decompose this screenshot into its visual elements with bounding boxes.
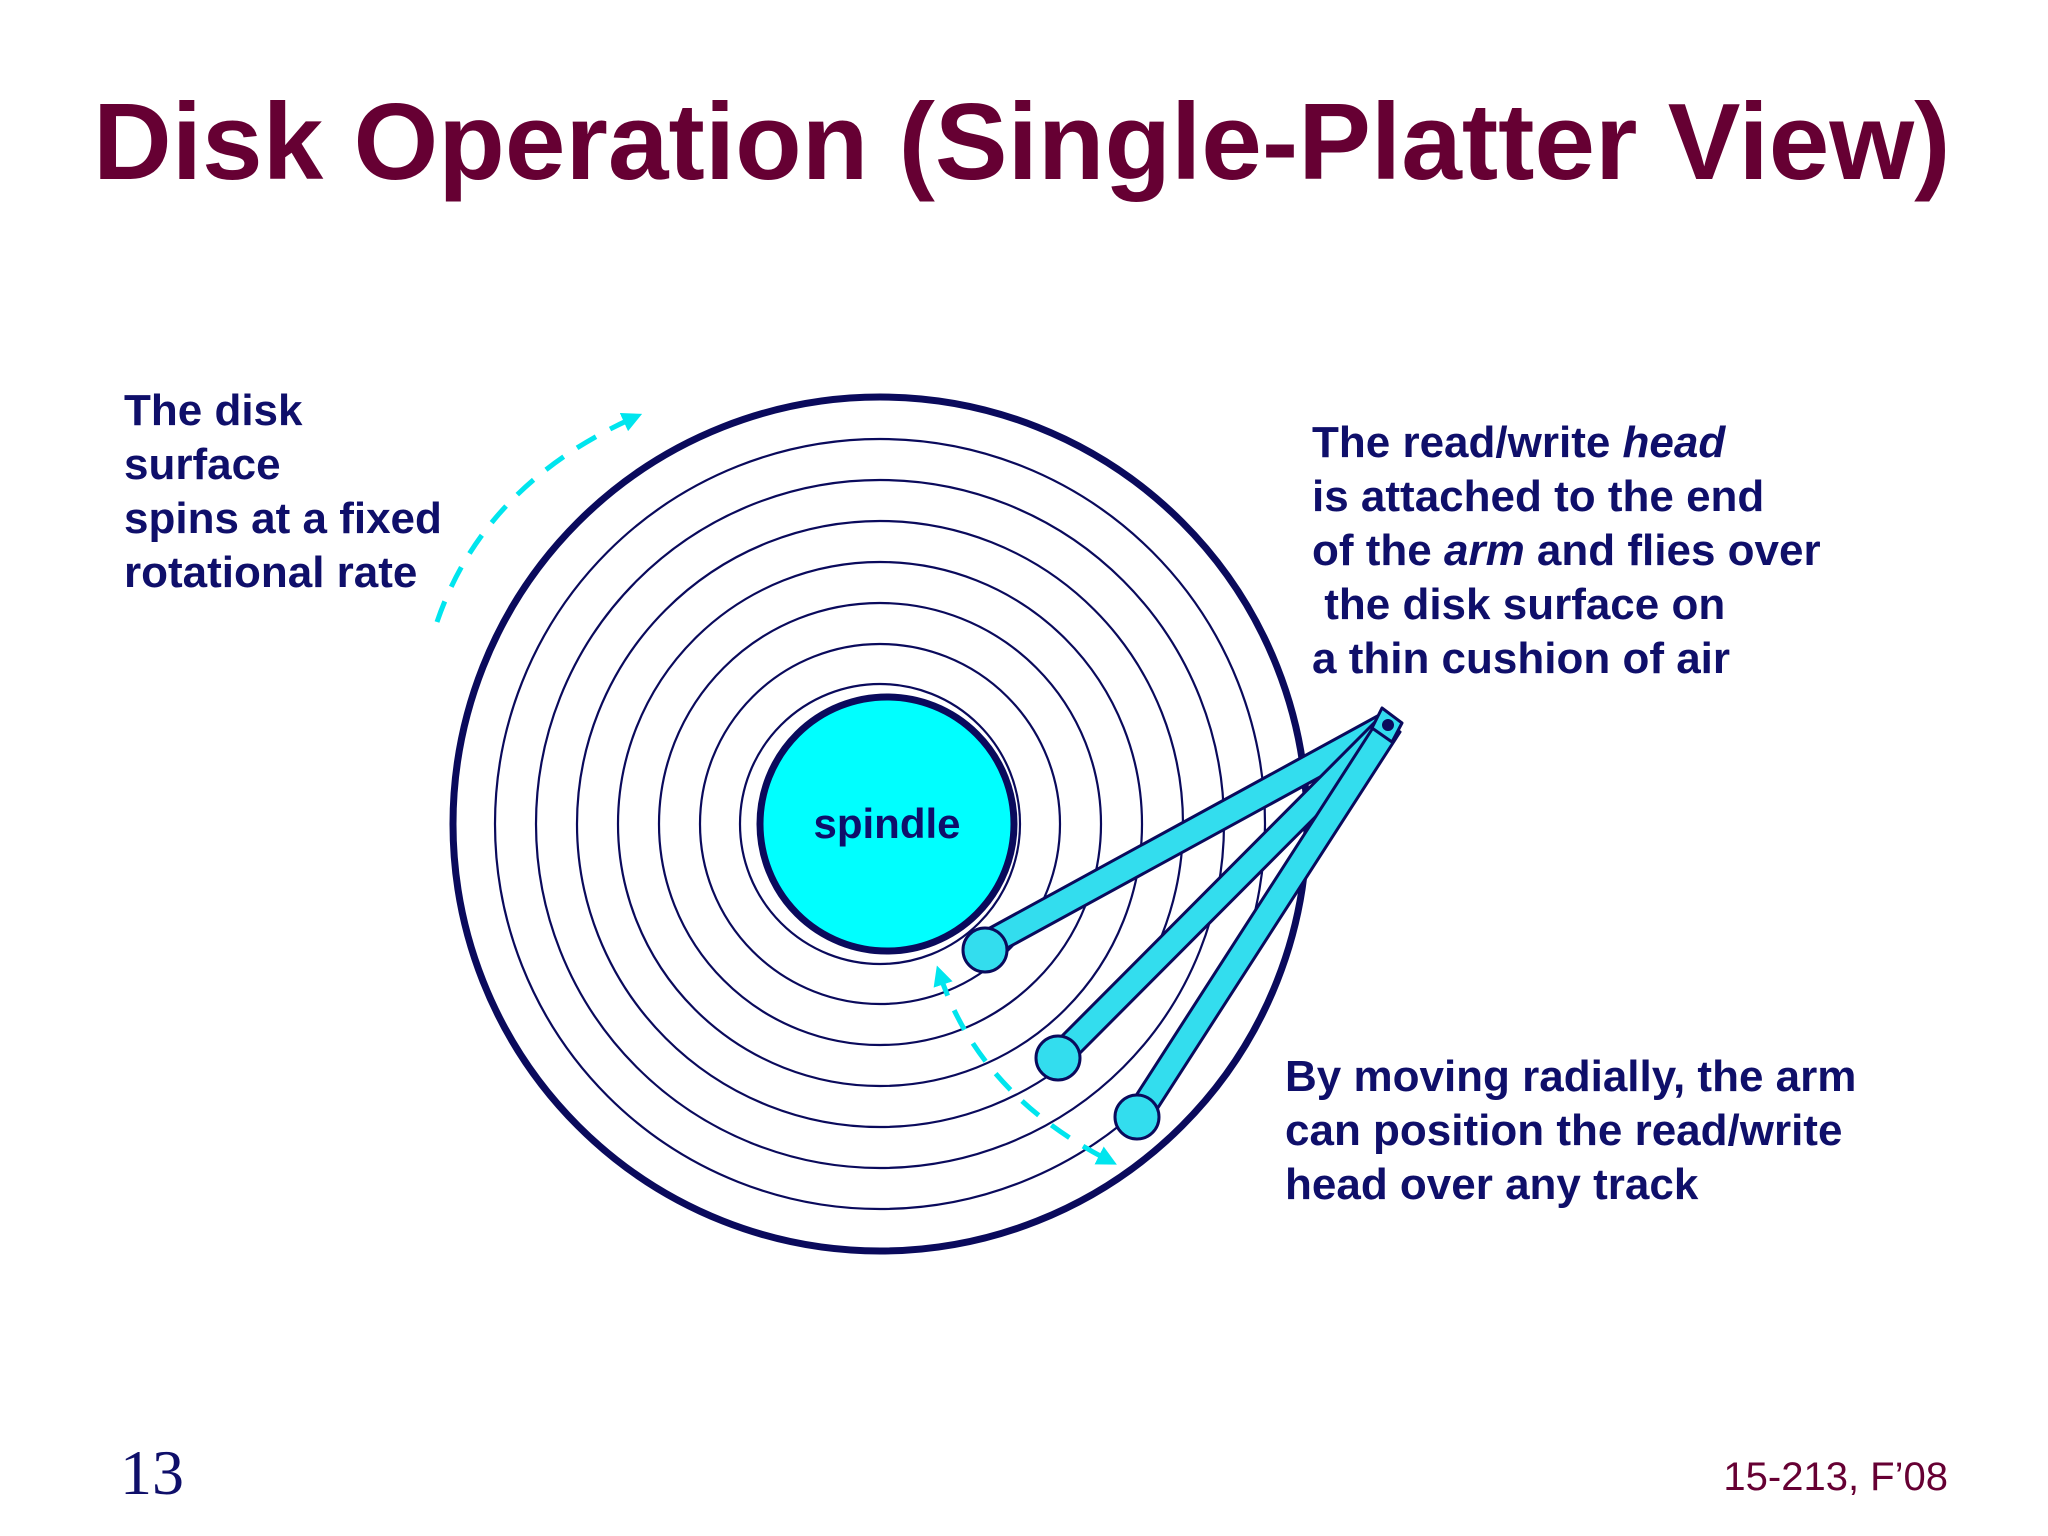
callout-line: is attached to the end xyxy=(1312,470,1821,524)
head-inner xyxy=(961,926,1009,974)
callout-text: of the xyxy=(1312,526,1444,575)
callout-text: surface xyxy=(124,440,281,489)
track-ring xyxy=(616,560,1144,1088)
callout-line: spins at a fixed xyxy=(124,492,442,546)
head-middle xyxy=(1034,1034,1082,1082)
callout-text: The disk xyxy=(124,386,303,435)
callout-line: rotational rate xyxy=(124,546,442,600)
seek-arrow-icon xyxy=(933,965,1117,1165)
callout-text: and flies over xyxy=(1524,526,1821,575)
course-code: 15-213, F’08 xyxy=(1723,1455,1948,1499)
track-rings xyxy=(493,437,1267,1211)
callout-line: a thin cushion of air xyxy=(1312,632,1821,686)
callout-line: By moving radially, the arm xyxy=(1285,1050,1856,1104)
callout-disk-spins: The disk surface spins at a fixed rotationa… xyxy=(124,384,442,600)
callout-text: The read/write xyxy=(1312,418,1623,467)
callout-line: surface xyxy=(124,438,442,492)
track-ring xyxy=(493,437,1267,1211)
track-ring xyxy=(657,601,1103,1047)
callout-emphasis: arm xyxy=(1443,526,1525,575)
spindle-label: spindle xyxy=(813,800,960,847)
callout-text: head over any track xyxy=(1285,1160,1699,1209)
callout-line: head over any track xyxy=(1285,1158,1856,1212)
arm-pivot-pin xyxy=(1382,719,1394,731)
callout-text: spins at a fixed xyxy=(124,494,442,543)
slide-title: Disk Operation (Single-Platter View) xyxy=(93,81,1951,203)
callout-line: The disk xyxy=(124,384,442,438)
callout-emphasis: head xyxy=(1622,418,1726,467)
callout-line: can position the read/write xyxy=(1285,1104,1856,1158)
slide-number: 13 xyxy=(120,1437,184,1508)
callout-text: a thin cushion of air xyxy=(1312,634,1731,683)
rotation-arrow-icon xyxy=(434,413,643,623)
callout-arm-moves-radially: By moving radially, the arm can position … xyxy=(1285,1050,1856,1212)
callout-text: can position the read/write xyxy=(1285,1106,1843,1155)
actuator-arm-icon xyxy=(961,706,1404,1141)
head-outer xyxy=(1113,1093,1161,1141)
track-ring xyxy=(738,682,1022,966)
callout-text: is attached to the end xyxy=(1312,472,1765,521)
callout-text: the disk surface on xyxy=(1312,580,1726,629)
callout-line: The read/write head xyxy=(1312,416,1821,470)
track-ring xyxy=(698,642,1062,1006)
callout-text: By moving radially, the arm xyxy=(1285,1052,1857,1101)
callout-text: rotational rate xyxy=(124,548,418,597)
spindle-icon xyxy=(756,693,1018,955)
callout-line: the disk surface on xyxy=(1312,578,1821,632)
callout-line: of the arm and flies over xyxy=(1312,524,1821,578)
